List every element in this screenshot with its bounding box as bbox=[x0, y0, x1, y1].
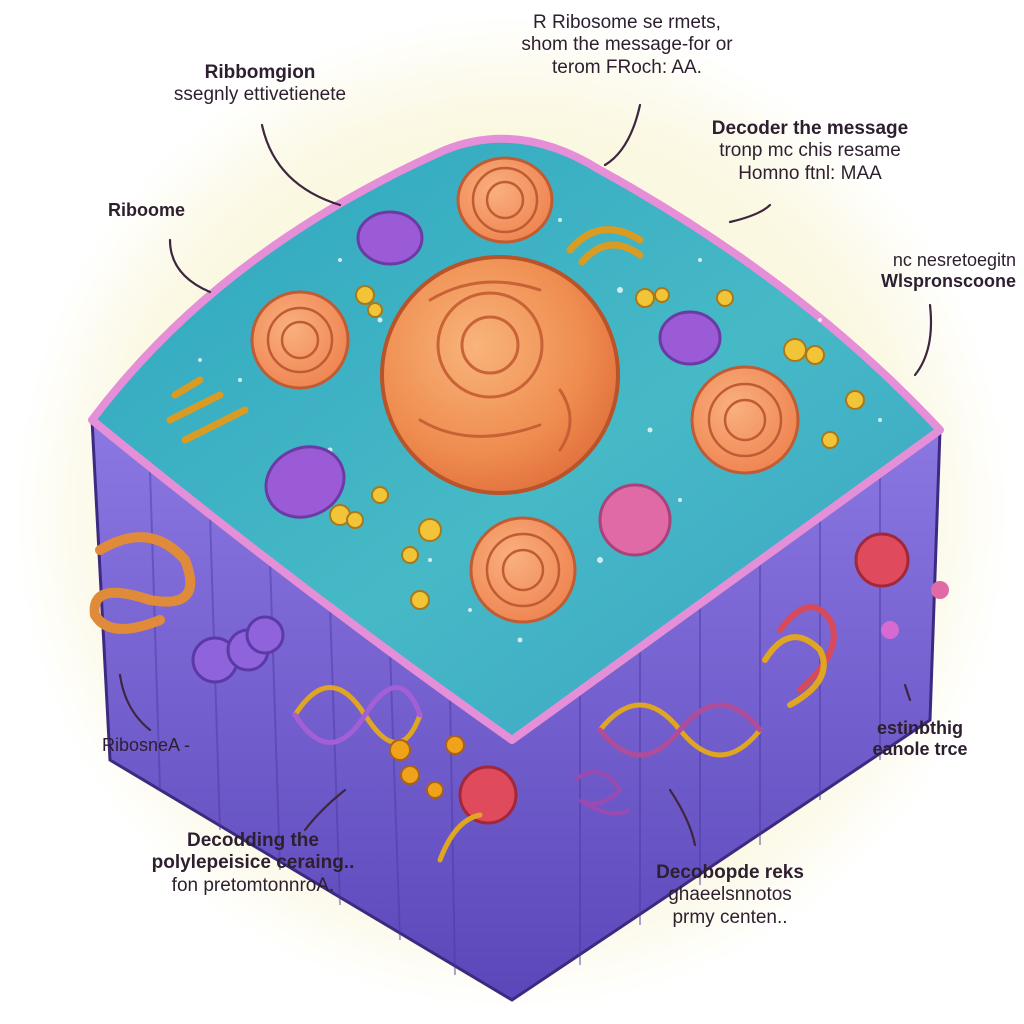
leader-right-middle bbox=[913, 303, 933, 377]
label-bottom-left-line3: fon pretomtonnroA. bbox=[171, 874, 335, 896]
label-right-upper-line3: Homno ftnl: MAA bbox=[738, 162, 882, 184]
leader-lines bbox=[118, 103, 933, 847]
golgi-yellow bbox=[166, 226, 644, 444]
label-right-lower: estinbthig eanole trce bbox=[845, 718, 995, 760]
tangle-purple bbox=[573, 770, 631, 816]
leader-bottom-right bbox=[668, 788, 697, 847]
leader-right-upper bbox=[728, 203, 772, 224]
organelle-bottom bbox=[469, 516, 577, 624]
leader-right-lower bbox=[903, 683, 912, 702]
label-top-left: Ribbomgion ssegnly ettivetienete bbox=[135, 62, 385, 107]
label-top-left-sub: ssegnly ettivetienete bbox=[173, 84, 347, 106]
leader-bottom-left bbox=[303, 788, 347, 832]
ribosome-right bbox=[854, 532, 949, 639]
label-bottom-right-line2: ghaeelsnnotos bbox=[668, 884, 792, 906]
label-top-center-line2: shom the message-for or bbox=[521, 34, 733, 56]
ribosome-cluster-left bbox=[191, 615, 285, 684]
label-left-mid-text: RibosneA - bbox=[102, 735, 191, 755]
leader-left-mid bbox=[118, 673, 152, 732]
label-right-middle-line2: Wlspronscoone bbox=[880, 271, 1016, 292]
label-bottom-right-title: Decobopde reks bbox=[656, 862, 804, 883]
granules-orange-bottom bbox=[389, 735, 465, 799]
membrane-ridges bbox=[149, 469, 881, 976]
organelle-left bbox=[250, 290, 350, 390]
chromatin-coil bbox=[89, 532, 196, 634]
dna-helix-right bbox=[762, 604, 837, 708]
label-bottom-left-title: Decodding the bbox=[187, 830, 319, 851]
label-bottom-right: Decobopde reks ghaeelsnnotos prmy centen… bbox=[620, 862, 840, 929]
label-top-left-title: Ribbomgion bbox=[204, 62, 316, 83]
label-left-mid: RibosneA - bbox=[102, 735, 190, 756]
label-bottom-right-line3: prmy centen.. bbox=[672, 906, 788, 928]
label-right-upper: Decoder the message tronp mc chis resame… bbox=[680, 118, 940, 185]
label-top-center-line1: R Ribosome se rmets, bbox=[533, 12, 721, 33]
label-right-lower-line1: estinbthig bbox=[877, 718, 963, 738]
leader-top-left bbox=[260, 123, 342, 207]
label-right-lower-line2: eanole trce bbox=[872, 739, 968, 760]
dna-helix-left bbox=[292, 685, 423, 745]
dna-helix-bottom bbox=[597, 702, 763, 758]
organelle-right bbox=[690, 365, 800, 475]
label-left-ribosome: Riboome bbox=[108, 200, 185, 221]
label-right-upper-title: Decoder the message bbox=[711, 118, 909, 139]
label-right-middle-line1: nc nesretoegitn bbox=[892, 250, 1016, 270]
vesicles-purple bbox=[264, 210, 722, 519]
vesicle-pink bbox=[598, 483, 672, 557]
leader-left-ribosome bbox=[168, 238, 212, 294]
label-top-center: R Ribosome se rmets, shom the message-fo… bbox=[492, 12, 762, 79]
granules-yellow bbox=[329, 285, 865, 610]
nucleus bbox=[380, 255, 620, 495]
ribosome-bottom bbox=[437, 765, 518, 863]
label-right-upper-line2: tronp mc chis resame bbox=[719, 140, 901, 162]
label-right-middle: nc nesretoegitn Wlspronscoone bbox=[790, 250, 1016, 292]
label-bottom-left: Decodding the polylepeisice ceraing.. fo… bbox=[118, 830, 388, 897]
organelle-top-lines bbox=[471, 166, 539, 234]
label-bottom-left-line2: polylepeisice ceraing.. bbox=[151, 852, 355, 874]
label-left-ribosome-text: Riboome bbox=[108, 200, 186, 220]
leader-top-center bbox=[603, 103, 642, 167]
label-top-center-line3: terom FRoch: AA. bbox=[552, 56, 702, 78]
